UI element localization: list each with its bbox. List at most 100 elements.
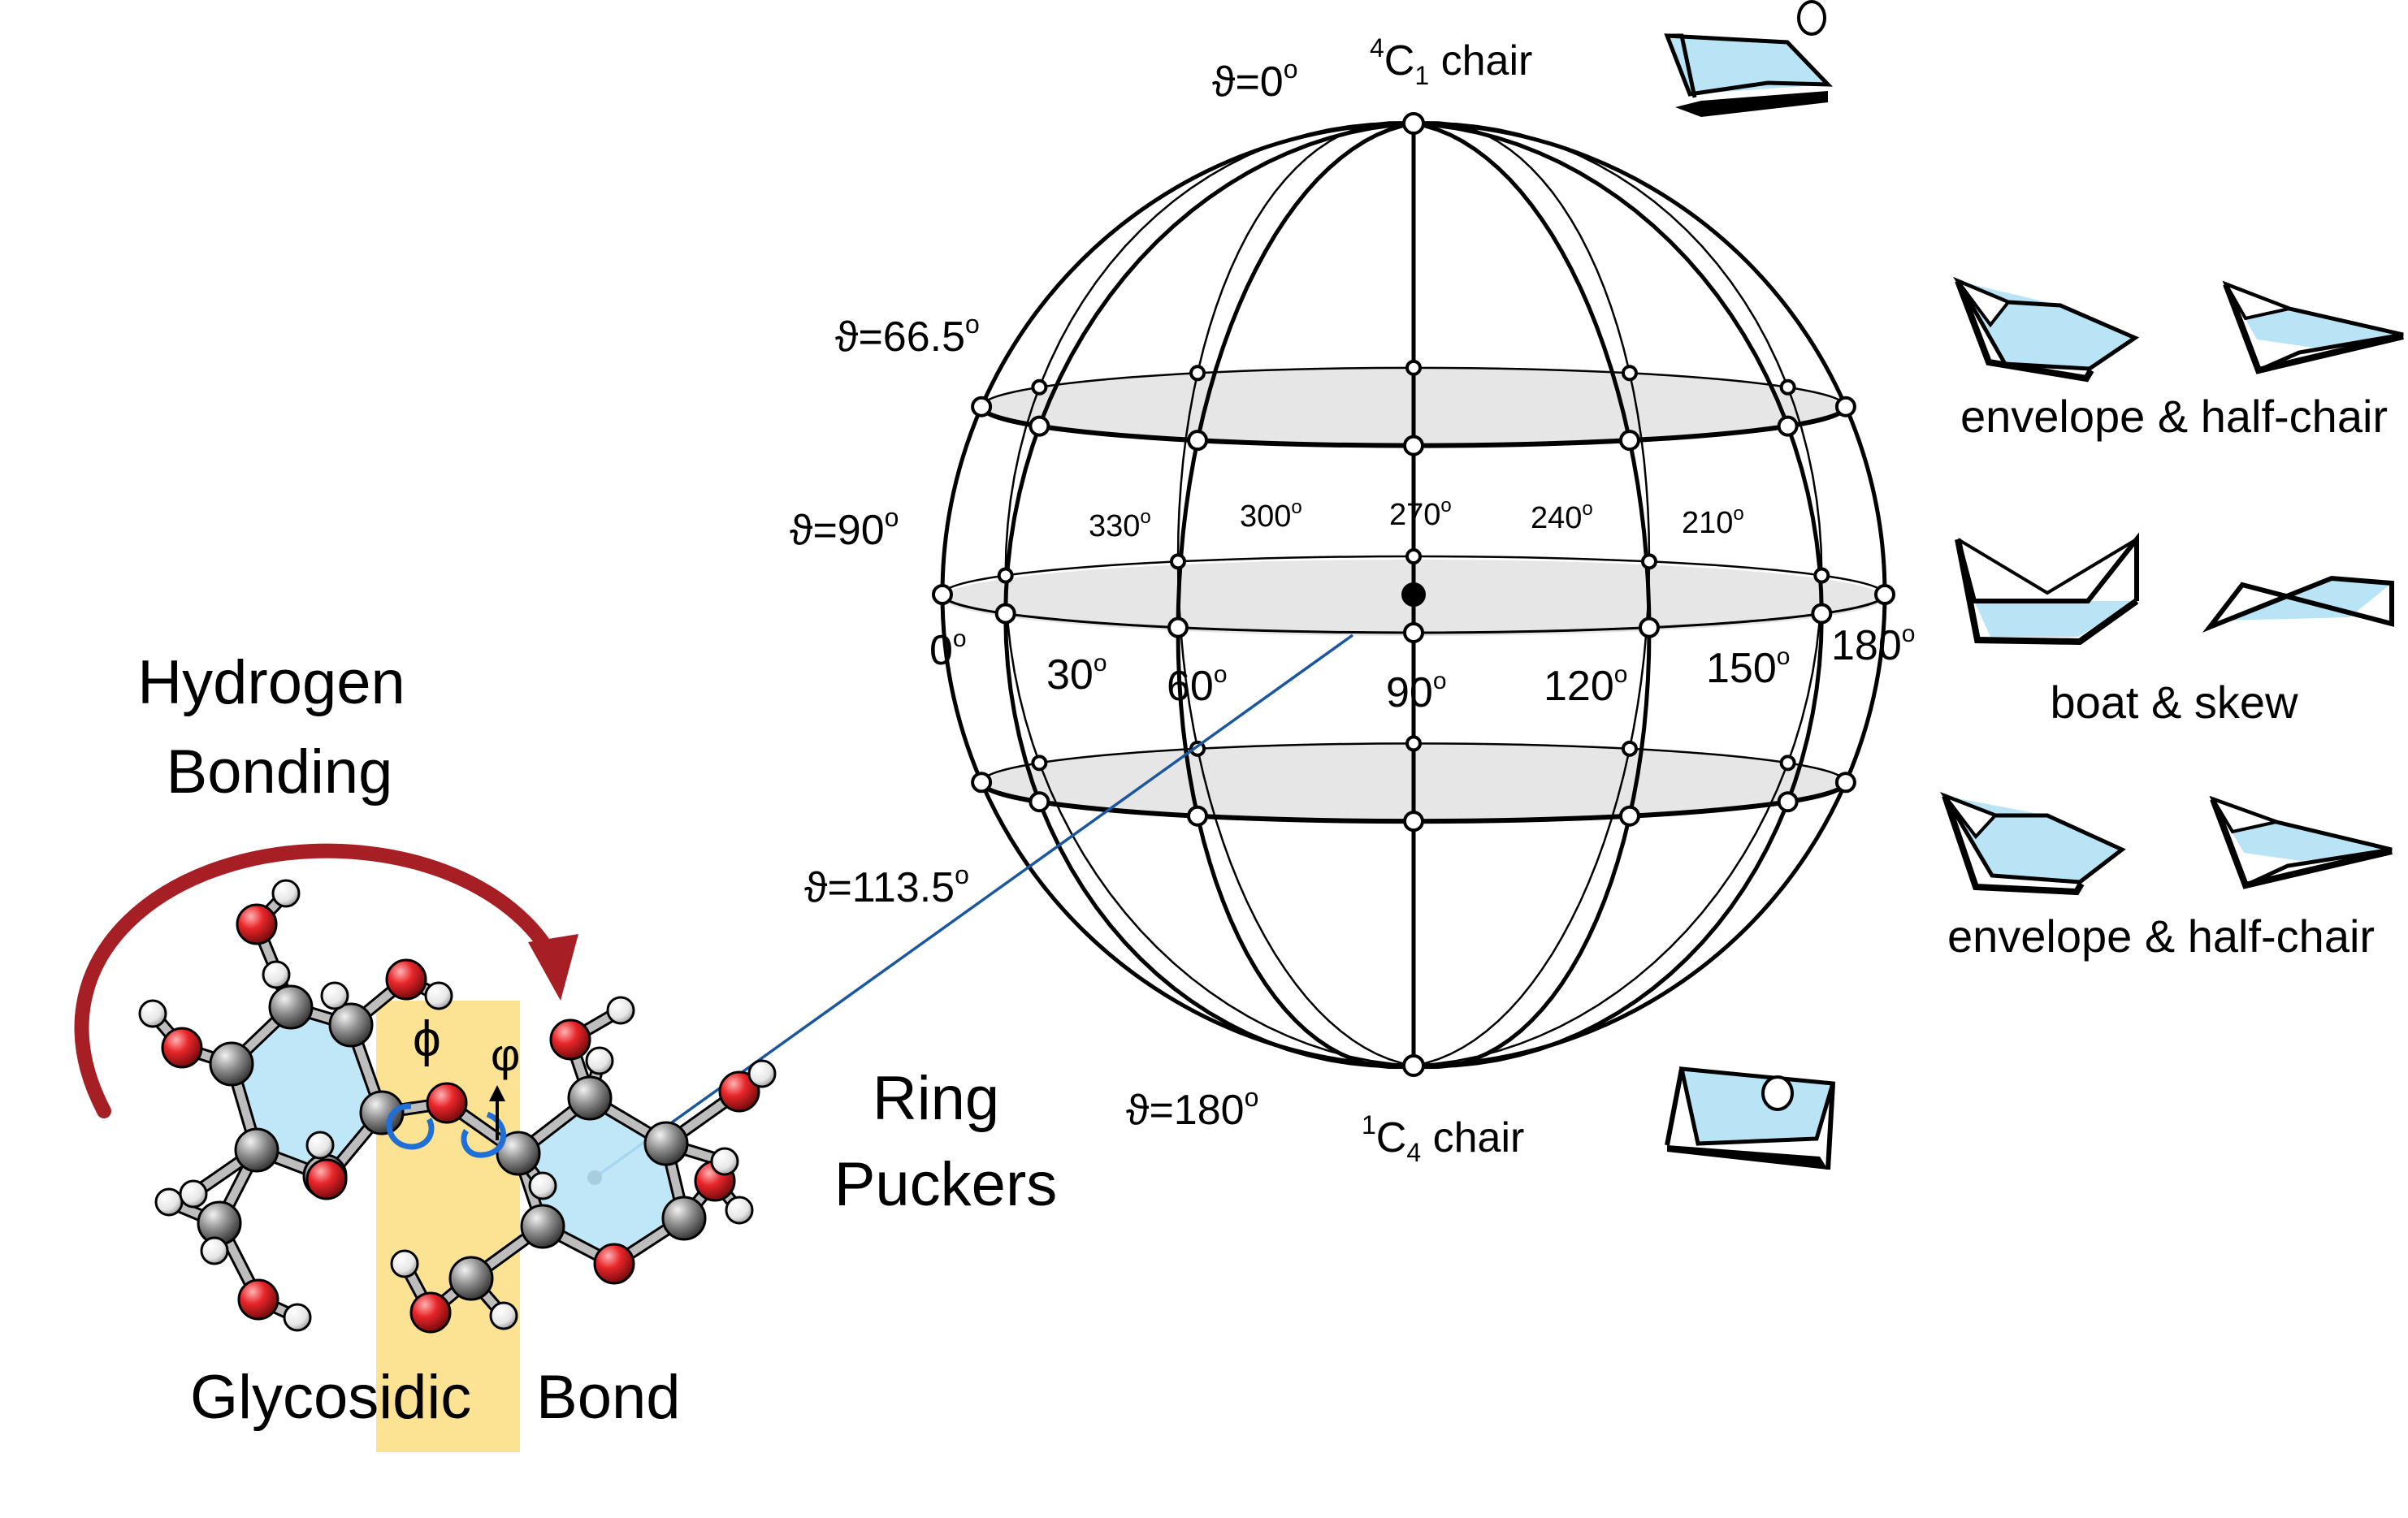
phi-front-label-5: 150o — [1706, 643, 1790, 692]
node-66.5-270 — [1405, 359, 1422, 376]
node-113.5-270 — [1405, 735, 1422, 752]
carbon-atom — [209, 1041, 254, 1087]
sphere-pole-labels: 4C1 chair 1C4 chair — [1362, 33, 1532, 1167]
hydrogen-atom — [305, 1131, 335, 1160]
glycosidic-label: Glycosidic — [190, 1363, 471, 1432]
hydrogen-atom — [138, 999, 167, 1028]
south-pole-label: 1C4 chair — [1362, 1110, 1524, 1167]
envelope-icon-upper — [1953, 276, 2140, 383]
node-66.5-300 — [1189, 365, 1206, 382]
hydrogen-atom — [262, 960, 291, 989]
node-90-330 — [997, 567, 1014, 584]
hydrogen-atom — [271, 879, 301, 908]
hydrogen-atom — [390, 1249, 419, 1278]
bond-label: Bond — [536, 1363, 681, 1432]
node-66.5-60 — [1187, 430, 1209, 452]
node-113.5-330 — [1031, 755, 1048, 772]
node-90-270 — [1405, 548, 1422, 565]
carbon-atom — [661, 1196, 707, 1241]
north-pole-label: 4C1 chair — [1370, 33, 1532, 90]
hydrogen-atom — [489, 1301, 518, 1330]
carbon-atom — [328, 1002, 374, 1048]
node-90-180 — [1874, 584, 1895, 605]
node-center — [1401, 582, 1426, 607]
boat-icon — [1955, 532, 2139, 646]
node-66.5-180 — [1834, 396, 1856, 417]
hydrogen-bond-arrow — [74, 843, 560, 1118]
hydrogen-atom — [528, 1171, 557, 1200]
disaccharide-molecule — [138, 879, 777, 1334]
phi-back-label-2: 270o — [1389, 495, 1452, 532]
cremer-pople-sphere — [932, 112, 1895, 1077]
carbon-atom — [234, 1127, 279, 1173]
theta-label-2: ϑ=90o — [790, 503, 899, 554]
node-66.5-210 — [1779, 378, 1796, 396]
node-113.5-150 — [1777, 791, 1799, 813]
skew-icon — [2202, 575, 2394, 633]
oxygen-atom — [549, 1018, 591, 1061]
hydrogen-atom — [747, 1059, 777, 1088]
conformer-label-lower: envelope & half-chair — [1947, 910, 2375, 962]
oxygen-atom — [385, 958, 427, 1001]
hydrogen-atom — [200, 1236, 229, 1265]
phi-front-label-2: 60o — [1167, 661, 1228, 710]
hydrogen-bond-arrowhead — [528, 934, 578, 1001]
phi-front-label-6: 180o — [1831, 621, 1915, 669]
chair-1c4-icon — [1665, 1066, 1836, 1170]
carbon-atom — [496, 1131, 541, 1176]
phi-front-label-3: 90o — [1386, 668, 1447, 716]
node-south-pole — [1402, 1054, 1425, 1077]
node-90-0 — [932, 584, 953, 605]
phi-back-label-0: 330o — [1089, 506, 1151, 543]
node-66.5-330 — [1031, 378, 1048, 396]
theta-label-0: ϑ=0o — [1212, 54, 1298, 106]
carbon-atom — [448, 1256, 494, 1301]
node-113.5-90 — [1403, 811, 1424, 833]
half-chair-icon-upper — [2222, 280, 2404, 374]
varphi-symbol: φ — [491, 1029, 520, 1080]
ring-label-line2: Puckers — [834, 1150, 1058, 1219]
phi-front-label-4: 120o — [1544, 661, 1627, 710]
glycosidic-highlight — [376, 1001, 520, 1452]
phi-rotation-icon — [386, 1103, 435, 1150]
node-66.5-120 — [1618, 430, 1640, 452]
oxygen-atom — [161, 1027, 203, 1069]
node-90-90 — [1403, 621, 1424, 643]
node-113.5-240 — [1621, 740, 1638, 757]
oxygen-atom — [409, 1291, 452, 1334]
ring-label-line1: Ring — [873, 1064, 999, 1133]
node-66.5-240 — [1621, 365, 1638, 382]
oxygen-atom — [426, 1082, 468, 1124]
hydrogen-atom — [179, 1179, 208, 1209]
node-66.5-150 — [1777, 415, 1799, 437]
oxygen-atom — [593, 1243, 635, 1285]
varphi-axis-arrowhead — [489, 1085, 505, 1101]
node-113.5-120 — [1618, 805, 1640, 827]
hydrogen-atom — [710, 1147, 739, 1176]
node-113.5-30 — [1029, 791, 1050, 813]
half-chair-icon-lower — [2209, 795, 2393, 889]
node-113.5-60 — [1187, 805, 1209, 827]
theta-label-3: ϑ=113.5o — [804, 860, 969, 911]
hydrogen-atom — [725, 1196, 754, 1225]
hydrogen-atom — [320, 981, 349, 1010]
node-90-210 — [1813, 567, 1830, 584]
node-north-pole — [1402, 112, 1425, 135]
phi-symbol: ϕ — [413, 1011, 441, 1067]
hydrogen-bonding-line1: Hydrogen — [137, 648, 405, 717]
theta-label-4: ϑ=180o — [1126, 1083, 1258, 1134]
oxygen-atom — [718, 1070, 760, 1113]
oxygen-atom — [237, 1278, 279, 1321]
hydrogen-atom — [154, 1187, 184, 1217]
node-66.5-30 — [1029, 415, 1050, 437]
node-113.5-210 — [1779, 755, 1796, 772]
conformer-label-upper: envelope & half-chair — [1960, 391, 2388, 442]
carbon-atom — [520, 1204, 565, 1249]
phi-front-label-0: 0o — [929, 625, 967, 674]
node-66.5-0 — [971, 396, 993, 417]
hydrogen-bonding-line2: Bonding — [167, 737, 393, 807]
carbon-atom — [268, 984, 314, 1030]
node-90-240 — [1641, 553, 1657, 570]
